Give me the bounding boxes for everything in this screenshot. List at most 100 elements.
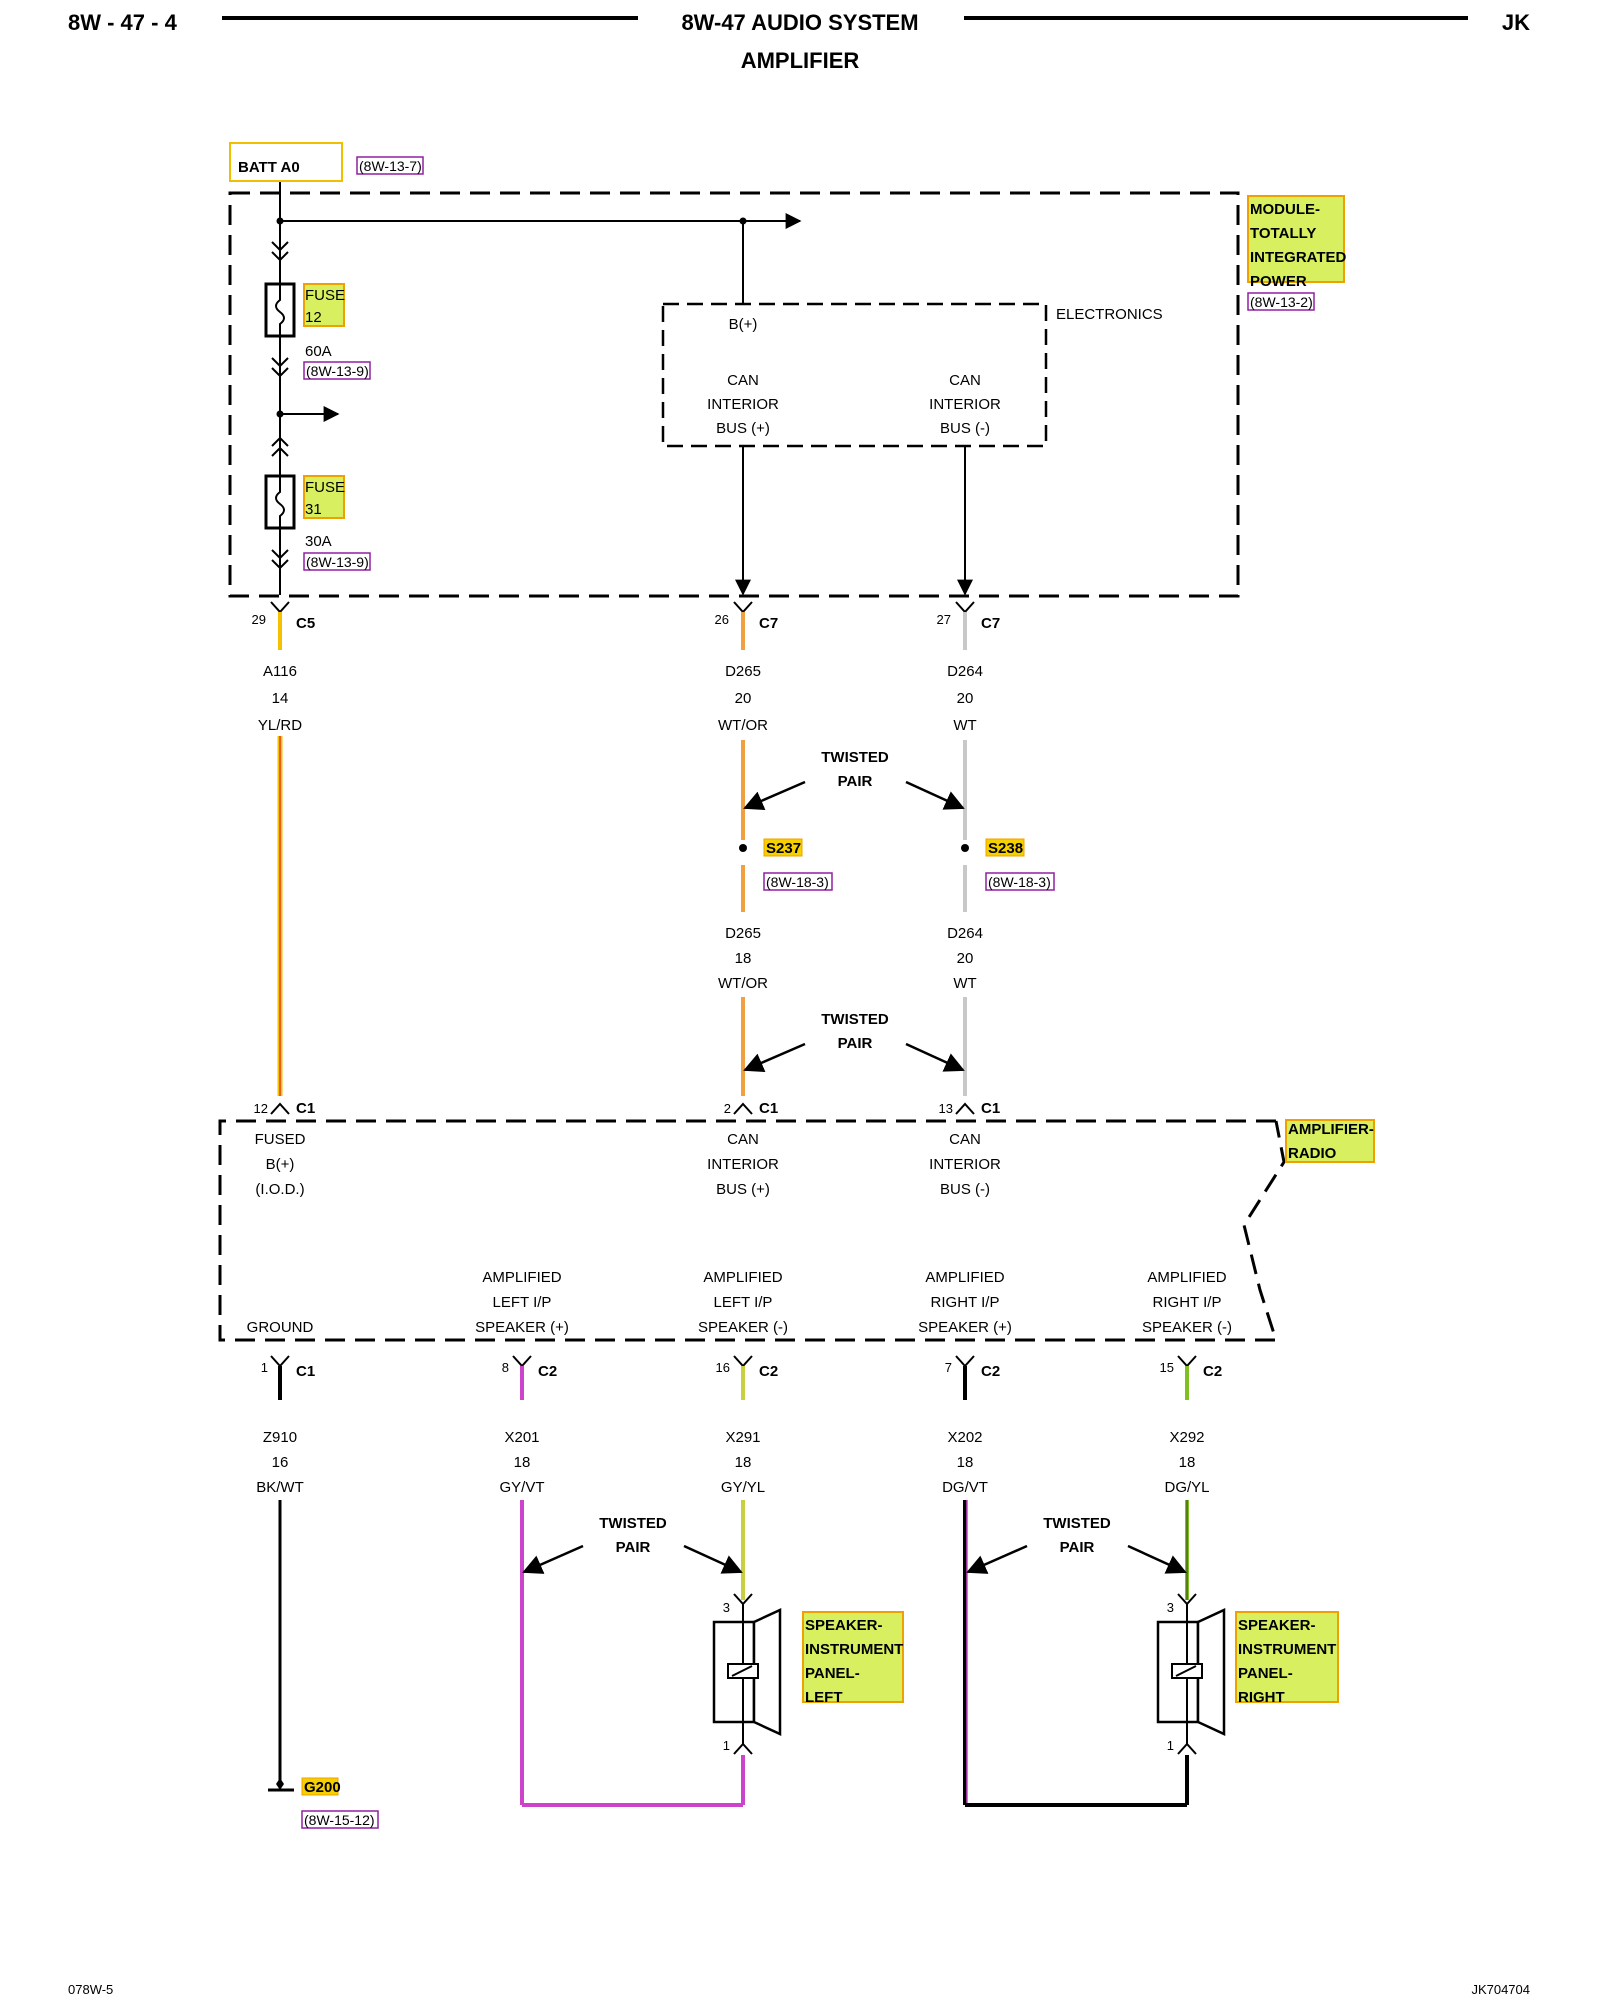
svg-text:7: 7	[945, 1360, 952, 1375]
svg-text:1: 1	[261, 1360, 268, 1375]
fuse-31	[264, 474, 296, 530]
amp-pin-12: 12 C1	[254, 1100, 316, 1117]
svg-text:C5: C5	[296, 615, 315, 632]
svg-text:C2: C2	[981, 1363, 1000, 1380]
fuse12-ref-link[interactable]: (8W-13-9)	[303, 361, 371, 380]
svg-text:1: 1	[1167, 1738, 1174, 1753]
elec-can-plus-line: INTERIOR	[707, 396, 779, 413]
speaker-left: 3 1	[712, 1593, 782, 1755]
svg-text:C7: C7	[759, 615, 778, 632]
svg-text:26: 26	[715, 612, 729, 627]
amp-pin-2: 2 C1	[724, 1100, 778, 1117]
fuse12-ref[interactable]: (8W-13-9)	[306, 363, 369, 379]
svg-text:G200: G200	[304, 1779, 341, 1796]
amplifier-outline	[218, 1119, 1286, 1342]
svg-text:27: 27	[937, 612, 951, 627]
tipm-module-outline	[228, 191, 1240, 598]
splice-s237-ref[interactable]: (8W-18-3)	[766, 874, 829, 890]
batt-label: BATT A0	[238, 159, 300, 176]
svg-text:C7: C7	[981, 615, 1000, 632]
ground-ref[interactable]: (8W-15-12)	[304, 1812, 375, 1828]
svg-text:12: 12	[254, 1101, 268, 1116]
svg-text:S237: S237	[766, 840, 801, 857]
tipm-pin-26: 26 C7	[715, 601, 778, 632]
fuse12-num: 12	[305, 309, 322, 326]
amp-pin-bottom-7: 7 C2	[945, 1355, 1000, 1380]
fuse-12	[264, 282, 296, 338]
svg-text:C2: C2	[538, 1363, 557, 1380]
svg-text:3: 3	[1167, 1600, 1174, 1615]
fuse31-ref-link[interactable]: (8W-13-9)	[303, 552, 371, 571]
batt-label-box: BATT A0	[229, 142, 343, 182]
batt-ref-link[interactable]: (8W-13-7)	[356, 156, 424, 175]
fuse31-num: 31	[305, 501, 322, 518]
amp-pin-13: 13 C1	[939, 1100, 1001, 1117]
splice-s237-ref-link[interactable]: (8W-18-3)	[763, 872, 833, 891]
tipm-name-line: POWER	[1250, 273, 1307, 290]
splice-s237: S237	[739, 838, 803, 857]
batt-ref[interactable]: (8W-13-7)	[359, 158, 422, 174]
elec-can-minus-line: BUS (-)	[940, 420, 990, 437]
svg-text:C2: C2	[1203, 1363, 1222, 1380]
ground-ref-link[interactable]: (8W-15-12)	[301, 1810, 379, 1829]
amp-pin-bottom-1: 1 C1	[261, 1355, 315, 1380]
svg-text:S238: S238	[988, 840, 1023, 857]
svg-text:1: 1	[723, 1738, 730, 1753]
fuse31-name: FUSE	[305, 479, 345, 496]
splice-s238-ref-link[interactable]: (8W-18-3)	[985, 872, 1055, 891]
svg-text:C1: C1	[981, 1100, 1000, 1117]
tipm-ref[interactable]: (8W-13-2)	[1250, 294, 1313, 310]
svg-text:3: 3	[723, 1600, 730, 1615]
fuse31-rating: 30A	[305, 533, 332, 550]
fuse12-name: FUSE	[305, 287, 345, 304]
speaker-right: 3 1	[1156, 1593, 1226, 1755]
amp-pin-bottom-8: 8 C2	[502, 1355, 557, 1380]
amp-pin-bottom-16: 16 C2	[716, 1355, 778, 1380]
svg-text:29: 29	[252, 612, 266, 627]
tipm-pin-29: 29 C5	[252, 601, 315, 632]
svg-text:C2: C2	[759, 1363, 778, 1380]
svg-text:8: 8	[502, 1360, 509, 1375]
svg-text:C1: C1	[296, 1100, 315, 1117]
fuse31-ref[interactable]: (8W-13-9)	[306, 554, 369, 570]
svg-text:AMPLIFIER-RADIO: AMPLIFIER-RADIO	[1288, 1121, 1374, 1162]
tipm-name-line: TOTALLY	[1250, 225, 1316, 242]
fuse12-rating: 60A	[305, 343, 332, 360]
page-number: 8W - 47 - 4	[68, 10, 178, 35]
tipm-ref-link[interactable]: (8W-13-2)	[1247, 292, 1315, 311]
splice-s238-ref[interactable]: (8W-18-3)	[988, 874, 1051, 890]
